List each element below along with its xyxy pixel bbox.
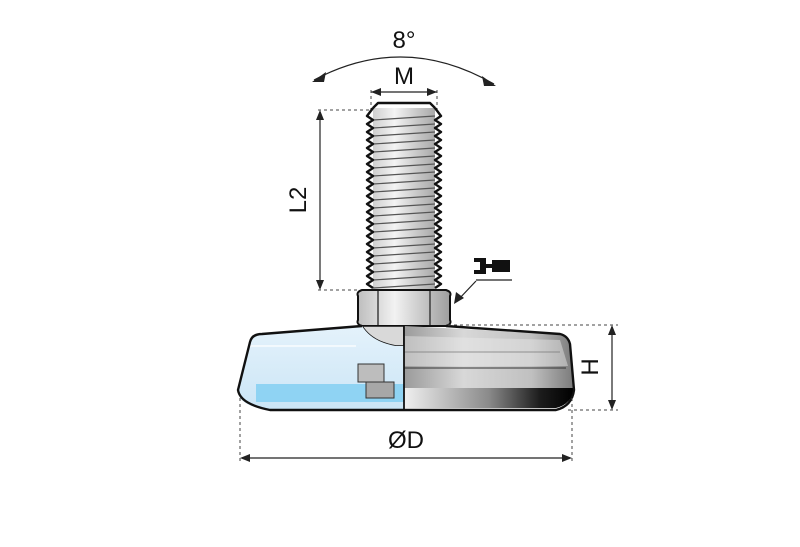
thread-line bbox=[372, 211, 436, 217]
angle-label: 8° bbox=[393, 27, 416, 54]
thread-line bbox=[372, 123, 436, 129]
height-label: H bbox=[577, 358, 604, 375]
thread-line bbox=[372, 259, 436, 265]
thread-line bbox=[372, 131, 436, 137]
base-outline bbox=[236, 324, 576, 412]
thread-line bbox=[372, 275, 436, 281]
base-left-section bbox=[238, 326, 404, 410]
thread-line bbox=[372, 235, 436, 241]
length-label: L2 bbox=[285, 187, 312, 214]
thread-line bbox=[372, 227, 436, 233]
thread-line bbox=[372, 195, 436, 201]
threaded-stud bbox=[365, 101, 443, 294]
thread-line bbox=[372, 115, 436, 121]
diameter-label: ØD bbox=[388, 427, 424, 454]
thread-line bbox=[372, 179, 436, 185]
wrench-icon bbox=[454, 258, 512, 304]
thread-line bbox=[372, 139, 436, 145]
thread-line bbox=[372, 203, 436, 209]
length-dimension: L2 bbox=[285, 109, 372, 291]
thread-line bbox=[372, 155, 436, 161]
diameter-dimension: ØD bbox=[239, 398, 573, 462]
hex-nut bbox=[356, 289, 452, 347]
angle-dimension: 8° bbox=[312, 27, 496, 86]
thread-line bbox=[372, 187, 436, 193]
height-dimension: H bbox=[448, 324, 618, 411]
thread-line bbox=[372, 219, 436, 225]
thread-label: M bbox=[394, 63, 414, 90]
thread-line bbox=[372, 267, 436, 273]
thread-dimension: M bbox=[370, 63, 438, 112]
thread-line bbox=[372, 243, 436, 249]
base-right-section bbox=[404, 326, 574, 408]
thread-line bbox=[372, 147, 436, 153]
thread-line bbox=[372, 251, 436, 257]
thread-line bbox=[372, 171, 436, 177]
thread-line bbox=[372, 283, 436, 289]
thread-line bbox=[372, 163, 436, 169]
